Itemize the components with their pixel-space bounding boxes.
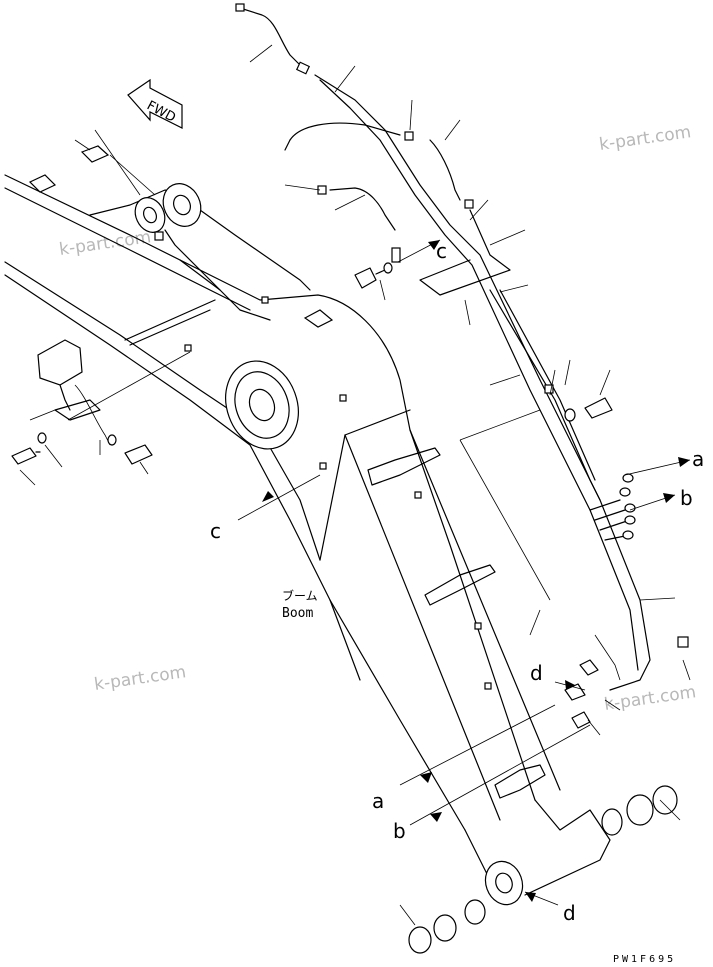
label-b: b: [680, 486, 693, 510]
fittings-right: [354, 262, 636, 729]
watermark: k-part.com: [598, 122, 692, 155]
boom-body: [4, 174, 611, 896]
boom-side-boss: [225, 360, 299, 450]
drawing-code: PW1F695: [613, 954, 676, 965]
bushings: [408, 785, 678, 954]
label-c: c: [210, 519, 221, 543]
watermark: k-part.com: [93, 662, 187, 695]
boom-label-en: Boom: [282, 606, 313, 621]
small-brackets: [28, 139, 334, 328]
work-lamp: [11, 339, 191, 486]
hose-clamps: [184, 296, 546, 799]
boom-label-jp: ブーム: [282, 588, 318, 603]
label-a: a: [692, 447, 704, 471]
label-d: d: [563, 901, 576, 925]
boom-pin-boss: [134, 183, 202, 241]
callout-arrows: [237, 239, 691, 906]
label-a: a: [372, 789, 384, 813]
watermark: k-part.com: [58, 227, 152, 260]
label-b: b: [393, 819, 406, 843]
label-c: c: [436, 239, 447, 263]
hydraulic-lines: [235, 3, 689, 691]
label-d: d: [530, 661, 543, 685]
leader-lines: [94, 44, 691, 926]
fwd-arrow: FWD: [127, 78, 183, 129]
